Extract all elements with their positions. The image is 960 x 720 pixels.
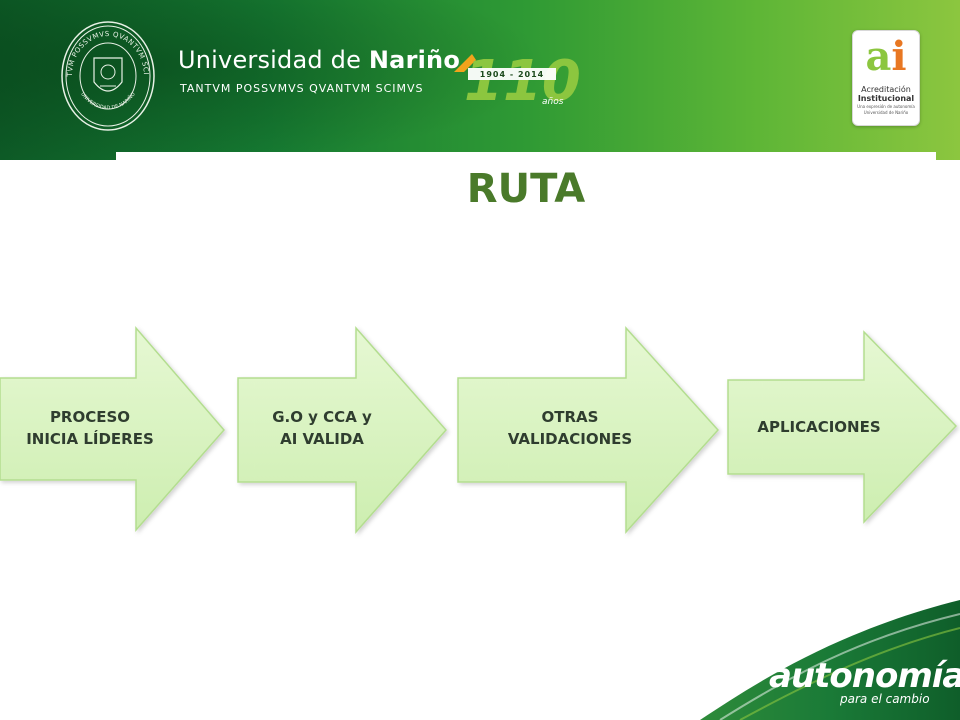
anniversary-label: años — [542, 97, 564, 107]
step-arrow-3 — [457, 326, 720, 534]
step-label-1-line2: INICIA LÍDERES — [26, 430, 154, 448]
svg-text:TANTVM POSSVMVS QVANTVM SCIMVS: TANTVM POSSVMVS QVANTVM SCIMVS — [60, 20, 150, 78]
step-label-3-line2: VALIDACIONES — [507, 430, 633, 448]
footer-swoosh — [700, 600, 960, 720]
accreditation-line4: Universidad de Nariño — [863, 110, 909, 115]
content-card — [116, 152, 936, 172]
anniversary-years: 1904 - 2014 — [480, 70, 544, 79]
accreditation-badge: ai Acreditación Institucional Una expres… — [852, 30, 920, 126]
step-label-2: G.O y CCA y AI VALIDA — [244, 406, 400, 450]
anniversary-logo: 110 1904 - 2014 años — [454, 49, 580, 112]
process-arrows — [0, 325, 958, 534]
ai-letter-i: i — [891, 33, 907, 80]
seal-outer-text: TANTVM POSSVMVS QVANTVM SCIMVS — [60, 20, 150, 78]
seal-inner-text: UNIVERSIDAD DE NARIÑO — [79, 91, 137, 111]
university-name: Universidad de Nariño — [178, 46, 460, 74]
anniversary-number: 110 — [464, 49, 580, 112]
step-arrow-1 — [0, 325, 225, 532]
step-label-1-line1: PROCESO — [49, 408, 131, 426]
step-arrow-4 — [727, 330, 958, 524]
university-motto: TANTVM POSSVMVS QVANTVM SCIMVS — [180, 82, 424, 95]
step-label-4: APLICACIONES — [734, 416, 904, 438]
page-title: RUTA — [466, 166, 586, 212]
step-label-3-line1: OTRAS — [541, 408, 599, 426]
ai-letters: ai — [853, 33, 919, 81]
svg-text:UNIVERSIDAD DE NARIÑO: UNIVERSIDAD DE NARIÑO — [79, 91, 137, 111]
step-arrow-2 — [237, 326, 448, 534]
university-name-bold: Nariño — [368, 46, 461, 74]
step-label-2-line2: AI VALIDA — [280, 430, 364, 448]
step-label-3: OTRAS VALIDACIONES — [472, 406, 668, 450]
step-label-1: PROCESO INICIA LÍDERES — [10, 406, 170, 450]
accreditation-line1: Acreditación — [861, 85, 911, 94]
university-name-regular: Universidad de — [178, 46, 369, 74]
step-label-4-line1: APLICACIONES — [757, 418, 881, 436]
autonomia-logo: autonomía — [769, 656, 960, 696]
university-seal-icon: TANTVM POSSVMVS QVANTVM SCIMVS UNIVERSID… — [60, 20, 155, 131]
autonomia-tagline: para el cambio — [840, 692, 930, 706]
step-label-2-line1: G.O y CCA y — [272, 408, 372, 426]
ai-letter-a: a — [865, 33, 892, 80]
accreditation-line3: Una expresión de autonomía — [857, 104, 915, 109]
accreditation-line2: Institucional — [857, 94, 915, 103]
